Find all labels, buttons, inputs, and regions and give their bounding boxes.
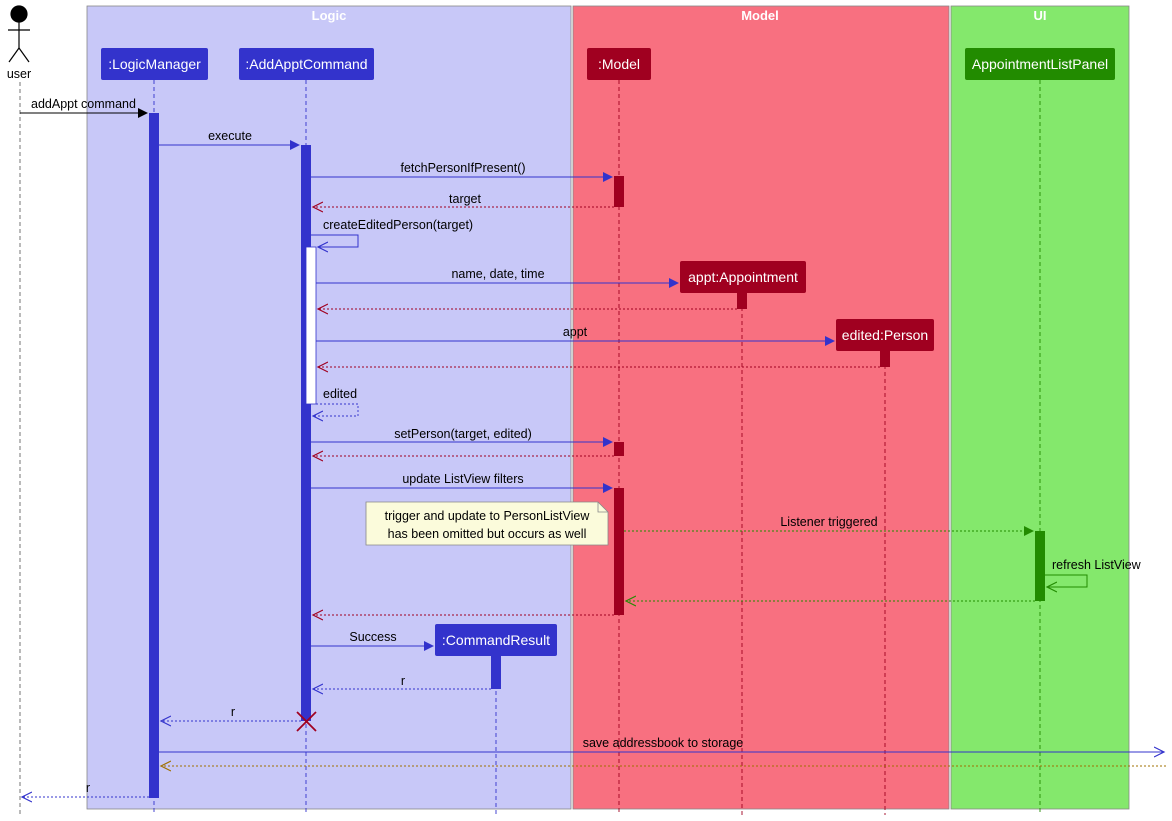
message-appt-label: appt [563, 325, 588, 339]
message-listener-triggered-label: Listener triggered [780, 515, 877, 529]
message-r-to-user-label: r [86, 781, 90, 795]
model-activation-fetch [614, 176, 624, 207]
note-line-1: trigger and update to PersonListView [385, 509, 591, 523]
person-head: edited:Person [836, 319, 934, 351]
message-save-storage: save addressbook to storage [159, 736, 1164, 752]
user-actor-icon [8, 5, 30, 63]
ui-group-title: UI [1034, 8, 1047, 23]
model-group: Model [572, 5, 950, 810]
add-appt-command-head: :AddApptCommand [239, 48, 374, 80]
message-r-to-logic-manager: r [161, 705, 301, 721]
logic-manager-label: :LogicManager [108, 56, 201, 72]
appointment-list-panel-head: AppointmentListPanel [965, 48, 1115, 80]
model-group-title: Model [741, 8, 779, 23]
user-actor-label: user [7, 67, 31, 81]
message-r-to-user: r [22, 781, 149, 797]
add-appt-command-nested-activation [305, 246, 317, 405]
logic-group-title: Logic [312, 8, 347, 23]
message-save-storage-label: save addressbook to storage [583, 736, 744, 750]
message-edited-return: edited [313, 387, 359, 416]
message-name-date-time: name, date, time [316, 267, 679, 288]
panel-activation [1035, 531, 1045, 601]
message-edited-label: edited [323, 387, 357, 401]
add-appt-command-activation [301, 145, 311, 721]
message-execute: execute [159, 129, 300, 150]
person-activation [880, 351, 890, 367]
message-result-return: r [313, 674, 491, 689]
message-execute-label: execute [208, 129, 252, 143]
ui-group: UI [950, 5, 1130, 810]
message-success: Success [311, 630, 434, 651]
message-appt: appt [316, 325, 835, 346]
model-head: :Model [587, 48, 651, 80]
message-result-return-label: r [401, 674, 405, 688]
person-label: edited:Person [842, 327, 928, 343]
omitted-trigger-note: trigger and update to PersonListView has… [365, 501, 609, 546]
logic-group: Logic [86, 5, 572, 810]
message-add-appt-command-label: addAppt command [31, 97, 136, 111]
message-listener-triggered: Listener triggered [624, 515, 1034, 536]
note-line-2: has been omitted but occurs as well [388, 527, 587, 541]
model-label: :Model [598, 56, 640, 72]
command-result-label: :CommandResult [442, 632, 550, 648]
message-add-appt-command: addAppt command [20, 97, 148, 118]
message-refresh-listview-label: refresh ListView [1052, 558, 1142, 572]
command-result-activation [491, 656, 501, 689]
message-fetch-person: fetchPersonIfPresent() [311, 161, 613, 182]
appointment-head: appt:Appointment [680, 261, 806, 293]
model-activation-update [614, 488, 624, 615]
message-update-filters-label: update ListView filters [402, 472, 523, 486]
appointment-list-panel-label: AppointmentListPanel [972, 56, 1108, 72]
command-result-head: :CommandResult [435, 624, 557, 656]
appointment-label: appt:Appointment [688, 269, 798, 285]
message-create-edited-person-label: createEditedPerson(target) [323, 218, 473, 232]
message-name-date-time-label: name, date, time [451, 267, 544, 281]
message-refresh-listview: refresh ListView [1045, 558, 1142, 587]
activations [149, 113, 1045, 798]
message-r-to-logic-label: r [231, 705, 235, 719]
message-update-filters: update ListView filters [311, 472, 613, 493]
logic-manager-activation [149, 113, 159, 798]
message-target-label: target [449, 192, 481, 206]
message-create-edited-person: createEditedPerson(target) [311, 218, 473, 247]
appointment-activation [737, 293, 747, 309]
destroy-x-icon [296, 711, 317, 732]
message-set-person: setPerson(target, edited) [311, 427, 613, 447]
logic-manager-head: :LogicManager [101, 48, 208, 80]
add-appt-command-label: :AddApptCommand [245, 56, 367, 72]
message-fetch-person-label: fetchPersonIfPresent() [400, 161, 525, 175]
model-activation-set [614, 442, 624, 456]
message-set-person-label: setPerson(target, edited) [394, 427, 532, 441]
message-target-return: target [313, 192, 614, 207]
message-success-label: Success [349, 630, 396, 644]
